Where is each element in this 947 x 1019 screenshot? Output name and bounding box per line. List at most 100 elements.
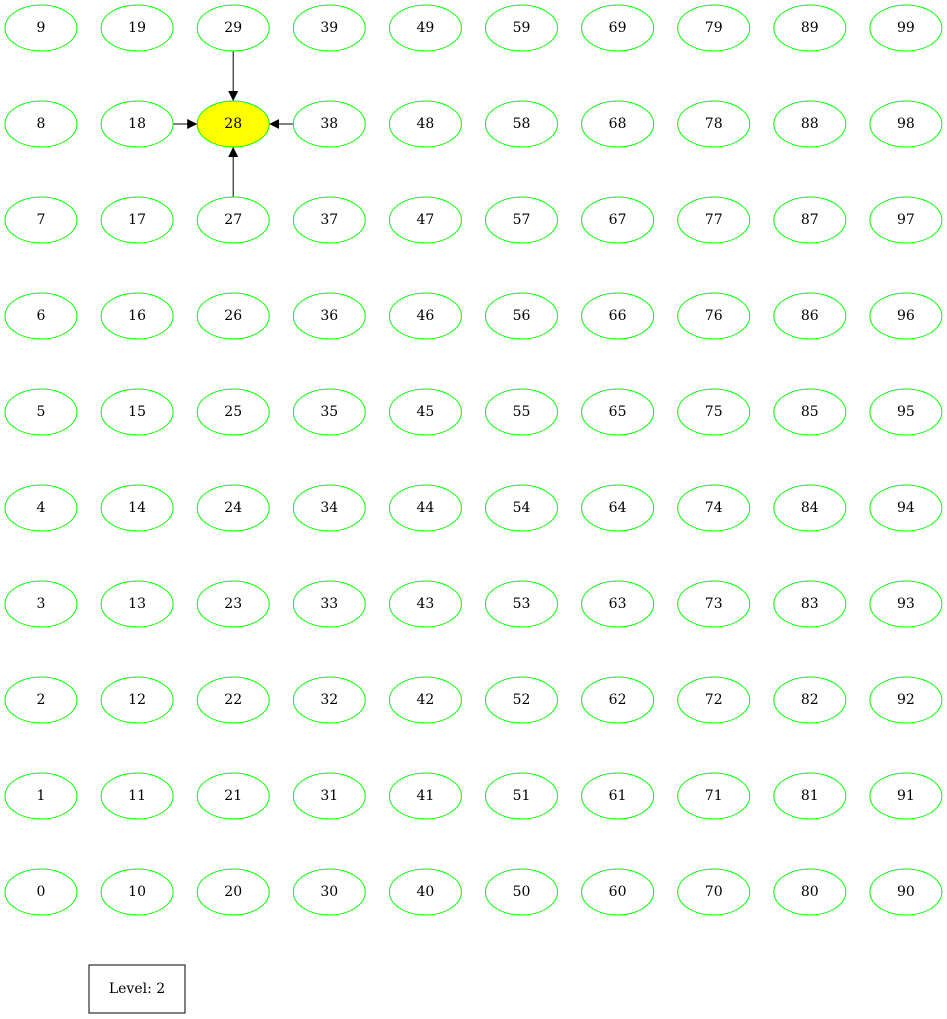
- node-17: 17: [100, 196, 174, 244]
- node-57: 57: [485, 196, 558, 244]
- node-label: 69: [609, 20, 627, 36]
- node-label: 7: [37, 212, 46, 228]
- node-ellipse: [869, 196, 943, 244]
- node-ellipse: [581, 4, 655, 52]
- node-label: 24: [224, 500, 242, 516]
- node-label: 56: [513, 308, 531, 324]
- node-label: 53: [513, 596, 531, 612]
- node-ellipse: [388, 772, 462, 820]
- node-label: 13: [128, 596, 146, 612]
- node-ellipse: [485, 388, 558, 436]
- node-34: 34: [292, 484, 366, 532]
- node-ellipse: [485, 4, 558, 52]
- node-ellipse: [773, 388, 847, 436]
- node-label: 35: [320, 404, 338, 420]
- node-42: 42: [388, 676, 462, 724]
- node-14: 14: [100, 484, 174, 532]
- node-ellipse: [196, 292, 270, 340]
- node-label: 96: [897, 308, 915, 324]
- node-40: 40: [388, 868, 462, 916]
- node-label: 42: [416, 692, 434, 708]
- node-36: 36: [292, 292, 366, 340]
- node-label: 93: [897, 596, 915, 612]
- node-ellipse: [292, 580, 366, 628]
- node-62: 62: [581, 676, 655, 724]
- node-93: 93: [869, 580, 943, 628]
- node-ellipse: [485, 196, 558, 244]
- node-ellipse: [292, 868, 366, 916]
- node-ellipse: [196, 100, 270, 148]
- node-71: 71: [677, 772, 751, 820]
- edges: [173, 51, 294, 197]
- node-ellipse: [100, 196, 174, 244]
- node-ellipse: [581, 196, 655, 244]
- node-ellipse: [869, 388, 943, 436]
- node-30: 30: [292, 868, 366, 916]
- node-ellipse: [581, 100, 655, 148]
- node-label: 78: [705, 116, 723, 132]
- node-label: 84: [801, 500, 819, 516]
- node-43: 43: [388, 580, 462, 628]
- node-ellipse: [100, 4, 174, 52]
- node-ellipse: [196, 868, 270, 916]
- node-67: 67: [581, 196, 655, 244]
- node-label: 88: [801, 116, 819, 132]
- node-label: 46: [416, 308, 434, 324]
- node-label: 95: [897, 404, 915, 420]
- node-26: 26: [196, 292, 270, 340]
- node-label: 18: [128, 116, 146, 132]
- node-69: 69: [581, 4, 655, 52]
- node-label: 49: [416, 20, 434, 36]
- node-label: 87: [801, 212, 819, 228]
- node-15: 15: [100, 388, 174, 436]
- node-12: 12: [100, 676, 174, 724]
- node-label: 54: [513, 500, 531, 516]
- node-ellipse: [100, 772, 174, 820]
- node-2: 2: [4, 676, 78, 724]
- node-37: 37: [292, 196, 366, 244]
- node-22: 22: [196, 676, 270, 724]
- node-label: 70: [705, 884, 723, 900]
- node-10: 10: [100, 868, 174, 916]
- node-label: 5: [37, 404, 46, 420]
- node-label: 48: [416, 116, 434, 132]
- node-label: 99: [897, 20, 915, 36]
- node-ellipse: [677, 100, 751, 148]
- node-label: 67: [609, 212, 627, 228]
- node-ellipse: [388, 868, 462, 916]
- node-ellipse: [292, 100, 366, 148]
- legend-label: Level: 2: [109, 981, 165, 997]
- node-ellipse: [4, 484, 78, 532]
- node-ellipse: [485, 292, 558, 340]
- node-ellipse: [4, 676, 78, 724]
- node-ellipse: [388, 100, 462, 148]
- node-23: 23: [196, 580, 270, 628]
- node-90: 90: [869, 868, 943, 916]
- node-label: 82: [801, 692, 819, 708]
- node-47: 47: [388, 196, 462, 244]
- node-59: 59: [485, 4, 558, 52]
- node-label: 59: [513, 20, 531, 36]
- node-ellipse: [869, 484, 943, 532]
- node-91: 91: [869, 772, 943, 820]
- node-0: 0: [4, 868, 78, 916]
- node-label: 91: [897, 788, 915, 804]
- node-98: 98: [869, 100, 943, 148]
- node-label: 77: [705, 212, 723, 228]
- node-49: 49: [388, 4, 462, 52]
- node-ellipse: [773, 196, 847, 244]
- legend-box: [88, 964, 186, 1014]
- node-label: 68: [609, 116, 627, 132]
- node-31: 31: [292, 772, 366, 820]
- node-ellipse: [485, 484, 558, 532]
- node-51: 51: [485, 772, 558, 820]
- node-79: 79: [677, 4, 751, 52]
- node-19: 19: [100, 4, 174, 52]
- node-label: 17: [128, 212, 146, 228]
- node-ellipse: [677, 580, 751, 628]
- node-ellipse: [581, 676, 655, 724]
- node-4: 4: [4, 484, 78, 532]
- node-87: 87: [773, 196, 847, 244]
